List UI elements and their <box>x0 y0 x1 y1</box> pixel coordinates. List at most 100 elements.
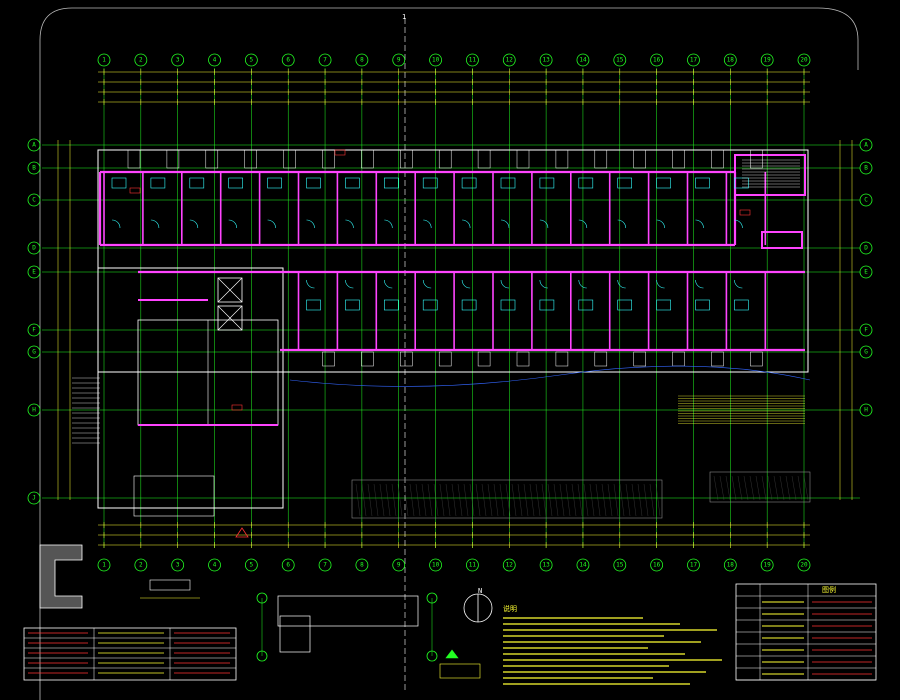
bathroom-fixture-north <box>267 177 282 189</box>
door-swing-north <box>345 219 354 229</box>
parking-hatch <box>361 483 367 517</box>
parking-hatch <box>547 483 553 517</box>
row-axis-label-right: D <box>864 245 868 252</box>
column-axis-bubble-top <box>355 53 369 67</box>
door-swing-south <box>617 279 626 289</box>
parking-hatch <box>785 475 791 501</box>
lift-lobby <box>761 231 803 249</box>
column-axis-label-top: 3 <box>176 57 180 64</box>
parking-hatch <box>535 483 541 517</box>
column-axis-bubble-bottom <box>171 558 185 572</box>
parking-hatch <box>791 475 797 501</box>
parking-hatch <box>625 483 631 517</box>
parking-hatch <box>613 483 619 517</box>
door-swing-north <box>111 219 121 229</box>
door-swing-south <box>578 279 587 289</box>
row-axis-bubble-right <box>859 345 873 359</box>
bathroom-fixture-south <box>578 299 594 311</box>
bathroom-fixture-south <box>617 299 633 311</box>
column-axis-label-top: 20 <box>800 57 808 64</box>
column-axis-label-bottom: 17 <box>690 562 698 569</box>
column-axis-label-bottom: 12 <box>506 562 514 569</box>
column-axis-bubble-bottom <box>97 558 111 572</box>
column-axis-bubble-bottom <box>687 558 700 572</box>
row-axis-bubble-left <box>27 491 41 505</box>
balcony-south <box>633 351 646 367</box>
parking-hatch <box>415 483 421 517</box>
parking-hatch <box>619 483 625 517</box>
parking-hatch <box>427 483 433 517</box>
door-swing-south <box>422 279 432 289</box>
parking-hatch <box>487 483 493 517</box>
door-swing-north <box>267 219 276 229</box>
balcony-north <box>555 149 569 169</box>
bathroom-fixture-north <box>306 177 321 189</box>
door-swing-north <box>189 219 199 229</box>
row-axis-label-left: G <box>32 349 36 356</box>
paper-border <box>39 7 859 700</box>
column-axis-label-top: 6 <box>286 57 290 64</box>
column-axis-label-top: 16 <box>653 57 661 64</box>
parking-hatch <box>571 483 577 517</box>
door-swing-north <box>695 219 704 229</box>
bathroom-fixture-south <box>461 299 477 311</box>
balcony-north <box>361 149 374 169</box>
parking-hatch <box>379 483 385 517</box>
balcony-south <box>711 351 724 367</box>
balcony-north <box>633 149 646 169</box>
parking-hatch <box>767 475 773 501</box>
legend-swatch <box>439 663 481 679</box>
row-axis-label-left: C <box>32 197 36 204</box>
balcony-south <box>400 351 413 367</box>
parking-hatch <box>541 483 547 517</box>
detail-section-1 <box>149 579 191 591</box>
column-axis-label-top: 8 <box>360 57 364 64</box>
bathroom-fixture-south <box>306 299 321 311</box>
bathroom-fixture-north <box>461 177 477 189</box>
column-axis-bubble-bottom <box>392 558 406 572</box>
parking-hatch <box>719 475 725 501</box>
row-axis-bubble-left <box>27 138 41 152</box>
door-swing-north <box>384 219 393 229</box>
column-axis-bubble-bottom <box>576 558 590 572</box>
column-axis-bubble-bottom <box>355 558 369 572</box>
door-swing-south <box>500 279 510 289</box>
balcony-south <box>438 351 452 367</box>
column-axis-bubble-top <box>539 53 553 67</box>
door-swing-south <box>461 279 471 289</box>
door-swing-north <box>423 219 432 229</box>
detail-section-2-wall <box>279 615 311 653</box>
row-axis-bubble-left <box>27 323 41 337</box>
balcony-south <box>750 351 763 367</box>
door-swing-south <box>345 279 354 289</box>
column-axis-label-bottom: 5 <box>250 562 254 569</box>
parking-hatch <box>779 475 785 501</box>
door-swing-north <box>617 219 626 229</box>
parking-hatch <box>457 483 463 517</box>
door-swing-north <box>578 219 588 229</box>
column-axis-bubble-top <box>208 53 221 67</box>
row-axis-label-right: A <box>864 142 868 149</box>
legend-triangle <box>445 649 459 659</box>
column-axis-bubble-top <box>318 53 332 67</box>
parking-hatch <box>601 483 607 517</box>
lift-shaft-1-x2 <box>217 277 243 303</box>
column-axis-bubble-top <box>97 53 111 67</box>
detail-axis-bubble <box>426 592 438 604</box>
lift-shaft-2 <box>217 305 243 331</box>
bathroom-fixture-north <box>228 177 243 189</box>
parking-hatch <box>445 483 451 517</box>
column-axis-bubble-bottom <box>650 558 664 572</box>
balcony-north <box>594 149 608 169</box>
parking-hatch <box>553 483 559 517</box>
column-axis-bubble-top <box>502 53 516 67</box>
row-axis-bubble-right <box>859 193 873 207</box>
detail-axis-bubble <box>256 650 268 662</box>
west-wing-outline <box>97 267 284 509</box>
bathroom-fixture-north <box>150 177 166 189</box>
column-axis-label-top: 17 <box>690 57 698 64</box>
door-swing-north <box>539 219 549 229</box>
balcony-north <box>166 149 180 169</box>
